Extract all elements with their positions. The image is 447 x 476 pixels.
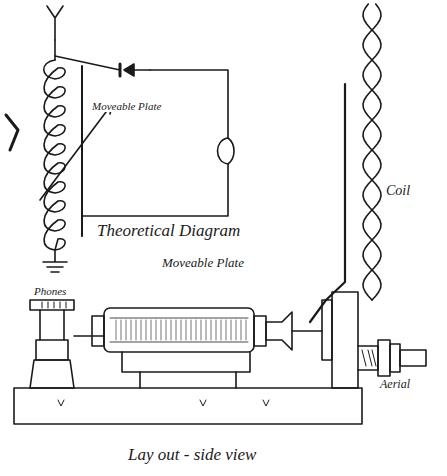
- coil-winding: [363, 4, 381, 300]
- plate-label: Moveable Plate: [90, 100, 163, 112]
- plate-label: Moveable Plate: [162, 256, 244, 270]
- coil-winding: [363, 4, 381, 300]
- tube-cap: [92, 316, 104, 346]
- aerial-bushing: [358, 346, 378, 370]
- phones-post-cap: [30, 300, 74, 310]
- side-view: [14, 4, 426, 424]
- nut: [378, 340, 390, 376]
- screw: [58, 400, 269, 406]
- phones-post: [40, 310, 64, 340]
- bracket: [140, 372, 236, 388]
- antenna-symbol: [47, 6, 63, 40]
- tube-shading: [116, 320, 246, 340]
- wire: [55, 40, 228, 236]
- thread: [362, 350, 376, 366]
- part-label: Coil: [386, 183, 410, 198]
- aerial-post: [400, 350, 426, 366]
- base-board: [14, 388, 362, 424]
- coil-symbol: [44, 60, 65, 250]
- knurling: [42, 302, 66, 308]
- detector-tube: [104, 308, 254, 352]
- moveable-plate-symbol: [81, 66, 83, 236]
- tube-cap: [254, 316, 266, 346]
- tube-shading: [110, 318, 248, 342]
- nut: [390, 344, 400, 372]
- part-label: Phones: [34, 285, 66, 297]
- bracket: [122, 352, 250, 372]
- crystal-detector: [119, 64, 122, 76]
- detector-knob: [266, 312, 292, 350]
- moveable-plate: [310, 84, 345, 322]
- variable-arrow: [40, 104, 112, 200]
- panel-block: [322, 300, 332, 360]
- coil-panel: [332, 292, 358, 388]
- wire: [54, 56, 56, 60]
- view-title: Lay out - side view: [128, 446, 256, 465]
- rod: [292, 330, 322, 332]
- mark: [6, 115, 18, 150]
- crystal-detector: [124, 64, 150, 76]
- rod: [74, 335, 104, 337]
- phones-symbol: [218, 138, 235, 164]
- part-label: Aerial: [380, 378, 410, 391]
- ground-symbol: [43, 250, 67, 272]
- phones-post-base: [30, 360, 74, 388]
- phones-post: [36, 340, 68, 360]
- diagram-title: Theoretical Diagram: [97, 222, 240, 241]
